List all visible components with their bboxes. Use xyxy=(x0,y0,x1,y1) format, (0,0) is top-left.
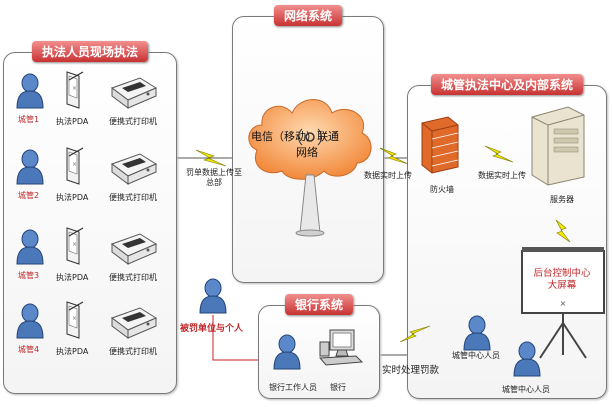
cloud-label-2: 网络 xyxy=(296,146,318,159)
printer-icon xyxy=(110,233,158,265)
officer-label: 城管2 xyxy=(18,191,40,200)
person-icon xyxy=(199,278,227,314)
svg-text:×: × xyxy=(72,85,77,92)
server-icon xyxy=(531,106,585,186)
person-icon xyxy=(463,315,491,351)
firewall-label: 防火墙 xyxy=(430,185,454,194)
net-to-center-label: 数据实时上传 xyxy=(364,171,412,180)
center-staff-1 xyxy=(462,314,492,356)
officer-label: 城管1 xyxy=(18,115,40,124)
printer-label: 便携式打印机 xyxy=(109,193,157,202)
svg-text:×: × xyxy=(560,299,567,308)
center-staff-2 xyxy=(512,340,542,382)
screen-label: 后台控制中心大屏幕 xyxy=(533,268,591,291)
center-panel-title: 城管执法中心及内部系统 xyxy=(430,74,584,95)
pda-icon: × xyxy=(66,227,84,265)
pda-icon: × xyxy=(66,301,84,339)
pda-icon: × xyxy=(66,71,84,109)
firewall-icon xyxy=(421,116,459,174)
lightning-icon xyxy=(555,219,571,243)
printer-label: 便携式打印机 xyxy=(109,347,157,356)
bank-staff xyxy=(272,333,302,375)
officer-icon xyxy=(16,149,44,185)
pda-label: 执法PDA xyxy=(56,347,89,356)
person-icon xyxy=(513,341,541,377)
firewall-to-server-label: 数据实时上传 xyxy=(478,171,526,180)
computer-icon xyxy=(318,329,364,366)
screen-icon: × xyxy=(521,247,605,359)
officer-icon xyxy=(16,73,44,109)
officer-icon xyxy=(16,303,44,339)
server-label: 服务器 xyxy=(550,195,574,204)
field-to-net-label: 罚单数据上传至总部 xyxy=(186,168,242,187)
pda-label: 执法PDA xyxy=(56,117,89,126)
network-panel-title: 网络系统 xyxy=(273,5,343,26)
lightning-icon xyxy=(195,149,227,167)
printer-label: 便携式打印机 xyxy=(109,117,157,126)
pda-icon: × xyxy=(66,147,84,185)
printer-label: 便携式打印机 xyxy=(109,273,157,282)
bank-to-center-label: 实时处理罚款 xyxy=(382,365,440,376)
lightning-icon xyxy=(484,145,514,163)
svg-text:×: × xyxy=(72,161,77,168)
officer-icon xyxy=(16,229,44,265)
bank-staff-label: 银行工作人员 xyxy=(269,383,317,392)
officer-label: 城管4 xyxy=(18,345,40,354)
person-icon xyxy=(273,334,301,370)
center-staff-1-label: 城管中心人员 xyxy=(452,351,500,360)
bank-panel-title: 银行系统 xyxy=(284,294,354,315)
cloud-label-1: 电信（移动）联通 xyxy=(251,130,339,143)
svg-text:×: × xyxy=(72,315,77,322)
bank-label: 银行 xyxy=(330,383,346,392)
lightning-icon xyxy=(379,147,409,165)
printer-icon xyxy=(110,77,158,109)
penalized-label: 被罚单位与个人 xyxy=(180,324,244,334)
field-panel-title: 执法人员现场执法 xyxy=(31,41,149,62)
field-panel: 执法人员现场执法 xyxy=(3,41,177,394)
svg-text:×: × xyxy=(72,241,77,248)
lightning-icon xyxy=(399,325,431,343)
penalized-person xyxy=(198,277,228,319)
printer-icon xyxy=(110,153,158,185)
printer-icon xyxy=(110,307,158,339)
pda-label: 执法PDA xyxy=(56,273,89,282)
center-staff-2-label: 城管中心人员 xyxy=(502,385,550,394)
officer-label: 城管3 xyxy=(18,271,40,280)
pda-label: 执法PDA xyxy=(56,193,89,202)
cloud-icon xyxy=(248,99,372,237)
bank-panel: 银行系统 xyxy=(258,294,380,399)
